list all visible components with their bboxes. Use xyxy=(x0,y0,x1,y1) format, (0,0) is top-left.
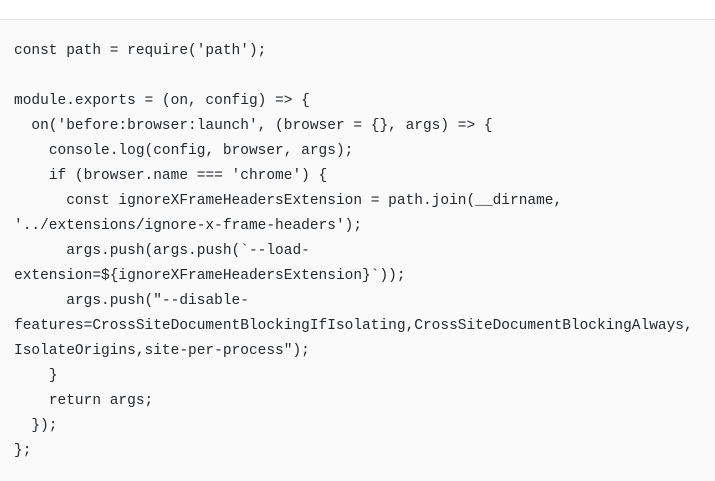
code-content: const path = require('path'); module.exp… xyxy=(14,38,701,463)
top-gutter xyxy=(0,0,715,19)
code-text: const path = require('path'); module.exp… xyxy=(14,43,693,459)
code-block: const path = require('path'); module.exp… xyxy=(0,19,715,481)
